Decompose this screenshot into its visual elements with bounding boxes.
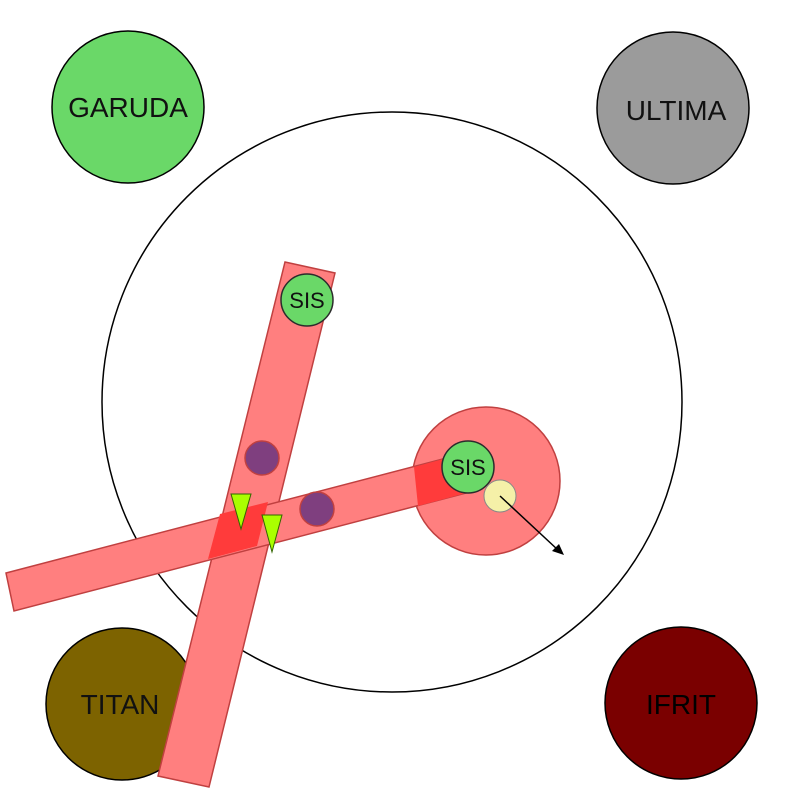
arrow-icon — [499, 495, 564, 555]
boss-ifrit: IFRIT — [604, 626, 758, 780]
sis-right: SIS — [441, 440, 495, 494]
garuda-circle — [51, 30, 205, 184]
ultima-label: ULTIMA — [626, 95, 727, 126]
sis-label: SIS — [289, 288, 324, 313]
boss-titan: TITAN — [45, 627, 199, 781]
boss-ultima: ULTIMA — [596, 31, 750, 185]
player-marker — [244, 440, 280, 476]
boss-garuda: GARUDA — [51, 30, 205, 184]
ifrit-circle — [604, 626, 758, 780]
garuda-label: GARUDA — [68, 92, 188, 123]
ifrit-label: IFRIT — [646, 689, 716, 720]
sis-label: SIS — [450, 455, 485, 480]
titan-label: TITAN — [81, 689, 160, 720]
beam-overlap — [208, 502, 268, 559]
ultima-circle — [596, 31, 750, 185]
down-triangle-icon — [230, 493, 252, 531]
arena-circle — [101, 111, 683, 693]
sis-circle — [280, 273, 334, 327]
down-triangle-icon — [261, 514, 283, 554]
player-marker — [299, 491, 335, 527]
sis-top: SIS — [280, 273, 334, 327]
sis-circle — [441, 440, 495, 494]
